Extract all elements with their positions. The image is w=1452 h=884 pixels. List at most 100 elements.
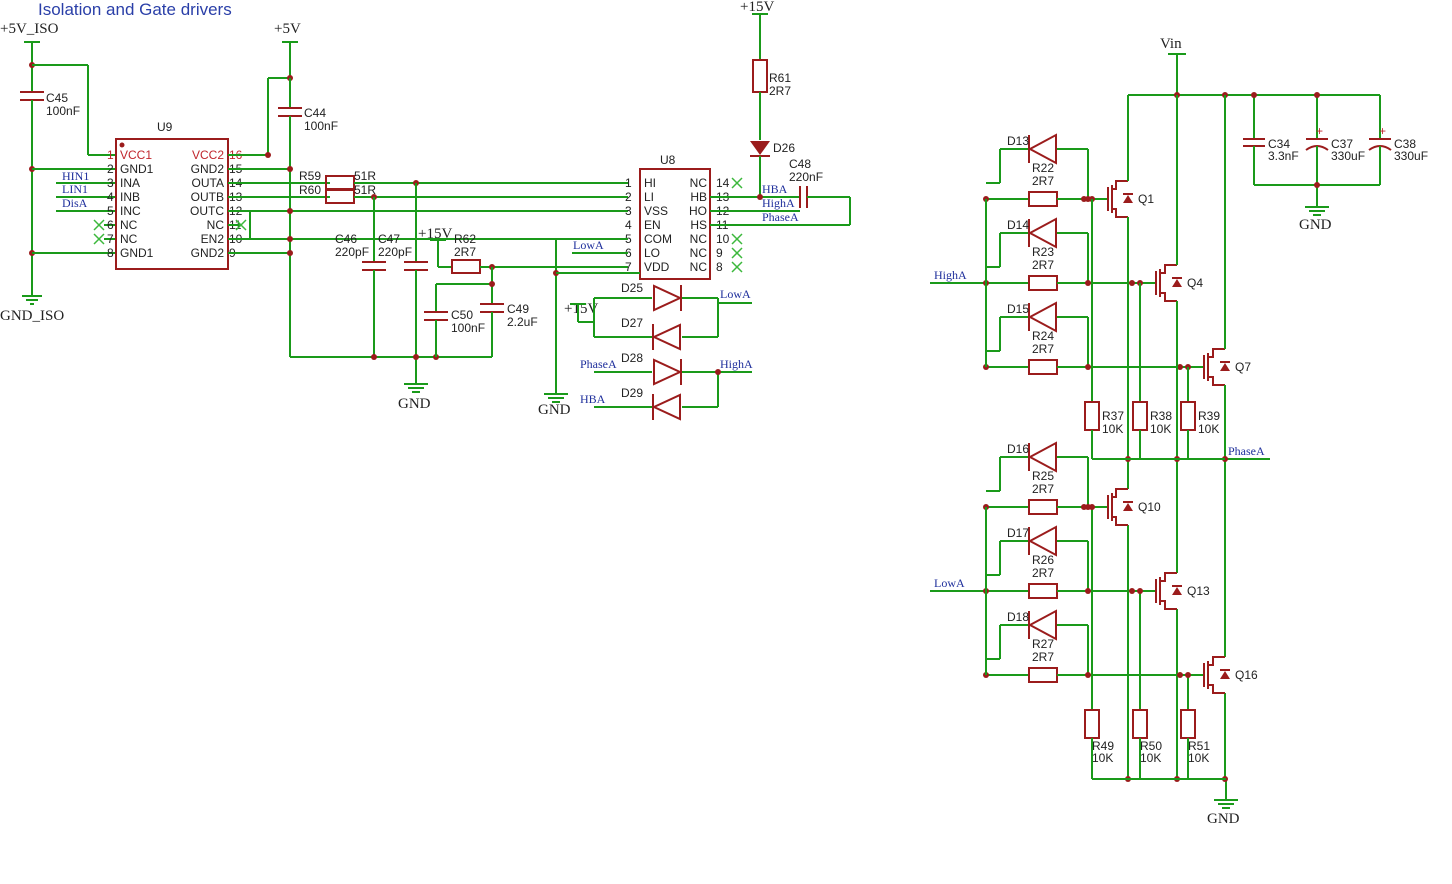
low_side-0-fet-ref: Q10 (1138, 500, 1161, 514)
power-label-vin: Vin (1160, 36, 1182, 52)
u8-pin-num-14: 14 (716, 176, 730, 190)
junction-higha (715, 369, 721, 375)
output-diode-stack: D25 D27 D28 D29 LowA PhaseA HighA HBA (580, 281, 753, 421)
c46-value: 220pF (335, 245, 369, 259)
low_side-2-jn-a (1085, 672, 1091, 678)
ls-pd-body-1 (1132, 709, 1148, 739)
u9-pin-name-5: INC (120, 204, 141, 218)
high_side-2-diode-ref: D15 (1007, 302, 1029, 316)
d29-ref: D29 (621, 386, 643, 400)
low_side-1-diode-ref: D17 (1007, 526, 1029, 540)
low_side-1-res-body (1028, 583, 1058, 599)
u9-pin-name-16: VCC2 (192, 148, 224, 162)
low_side-1-fet-d (1160, 572, 1177, 582)
low_side-1-fet-ref: Q13 (1187, 584, 1210, 598)
d28-ref: D28 (621, 351, 643, 365)
hs-pd-body-1 (1132, 401, 1148, 431)
u9-pin-name-4: INB (120, 190, 140, 204)
u8-pin-name-5: COM (644, 232, 672, 246)
low_side-0-diode (1027, 441, 1057, 473)
high_side-0-diode (1027, 133, 1057, 165)
high_side-0-fet-diode (1123, 195, 1133, 203)
d26-ref: D26 (773, 141, 795, 155)
low_side-0-fet-diode (1123, 503, 1133, 511)
diode-body-3 (651, 393, 681, 421)
high_side-0-fet-ref: Q1 (1138, 192, 1154, 206)
u8-pin-name-4: EN (644, 218, 661, 232)
high_side-1-fet-s (1160, 292, 1177, 302)
high_side-0-diode-ref: D13 (1007, 134, 1029, 148)
net-label-higha-u8: HighA (762, 196, 795, 210)
r60-value: 51R (354, 183, 376, 197)
low_side-2-fet-d (1208, 656, 1225, 666)
net-label-lowa-out: LowA (720, 287, 751, 301)
r61-ref: R61 (769, 71, 791, 85)
power-label-gnd-mid: GND (538, 402, 571, 418)
u9-pin-num-3: 3 (107, 176, 114, 190)
high_side-1-diode (1027, 217, 1057, 249)
low_side-0-jn-c (1081, 504, 1087, 510)
high_side-2-fet-ref: Q7 (1235, 360, 1251, 374)
c37-value: 330uF (1331, 149, 1365, 163)
c49-value: 2.2uF (507, 315, 538, 329)
ls-pd-ref-0: R49 (1092, 739, 1114, 753)
low_side-0-res-body (1028, 499, 1058, 515)
u9-pin-num-6: 6 (107, 218, 114, 232)
c48-value: 220nF (789, 170, 823, 184)
u8-pin-name-8: NC (690, 260, 708, 274)
net-label-higha-out: HighA (720, 357, 753, 371)
u8-pin-name-3: VSS (644, 204, 668, 218)
u9-pin-name-13: OUTB (191, 190, 224, 204)
c37-polarity: + (1316, 124, 1323, 138)
c44-ref: C44 (304, 106, 326, 120)
power-label-gnd-iso: GND_ISO (0, 308, 64, 324)
u8-pin-num-8: 8 (716, 260, 723, 274)
u8-pin-name-10: NC (690, 232, 708, 246)
ls-pd-val-2: 10K (1188, 751, 1209, 765)
diode-body-0 (653, 284, 683, 312)
high_side-0-res-body (1028, 191, 1058, 207)
power-label-gnd-bulk: GND (1299, 217, 1332, 233)
ls-pd-body-2 (1180, 709, 1196, 739)
hs-pd-body-2 (1180, 401, 1196, 431)
low_side-1-fet-diode (1172, 587, 1182, 595)
low_side-0-fet-s (1112, 516, 1128, 526)
c47-value: 220pF (378, 245, 412, 259)
high_side-1-fet-d (1160, 264, 1177, 274)
u9-pin-name-3: INA (120, 176, 140, 190)
u8-pin-num-4: 4 (625, 218, 632, 232)
ls-pd-val-1: 10K (1140, 751, 1161, 765)
high_side-2-diode (1027, 301, 1057, 333)
u9-pin-num-1: 1 (107, 148, 114, 162)
high_side-1-jn-a (1085, 280, 1091, 286)
diode-body-2 (653, 358, 683, 386)
sheet-title: Isolation and Gate drivers (38, 0, 232, 19)
net-label-phasea-in: PhaseA (580, 357, 617, 371)
u9-pin-num-2: 2 (107, 162, 114, 176)
low_side-1-jn-c (1129, 588, 1135, 594)
power-stage-block: Vin C34 3.3nF + C37 330uF + C38 330uF GN… (930, 36, 1428, 827)
net-label-higha-right: HighA (934, 268, 967, 282)
r62-ref: R62 (454, 232, 476, 246)
u9-pin-name-7: NC (120, 232, 138, 246)
c44-value: 100nF (304, 119, 338, 133)
u8-pin-name-12: HO (689, 204, 707, 218)
u8-ref: U8 (660, 153, 676, 167)
c49-ref: C49 (507, 302, 529, 316)
u8-pin-num-2: 2 (625, 190, 632, 204)
u8-pin-num-3: 3 (625, 204, 632, 218)
net-label-lowa-u8: LowA (573, 238, 604, 252)
u9-pin-num-4: 4 (107, 190, 114, 204)
power-label-gnd-bottom: GND (1207, 811, 1240, 827)
u9-pin-name-8: GND1 (120, 246, 154, 260)
high_side-1-diode-ref: D14 (1007, 218, 1029, 232)
u9-pin-name-14: OUTA (192, 176, 224, 190)
high_side-0-jn-c (1081, 196, 1087, 202)
high_side-0-res-val: 2R7 (1032, 174, 1054, 188)
c37-ref: C37 (1331, 137, 1353, 151)
low_side-1-res-val: 2R7 (1032, 566, 1054, 580)
u9-pin-num-7: 7 (107, 232, 114, 246)
c45-ref: C45 (46, 91, 68, 105)
power-label-15v-top: +15V (740, 0, 774, 15)
